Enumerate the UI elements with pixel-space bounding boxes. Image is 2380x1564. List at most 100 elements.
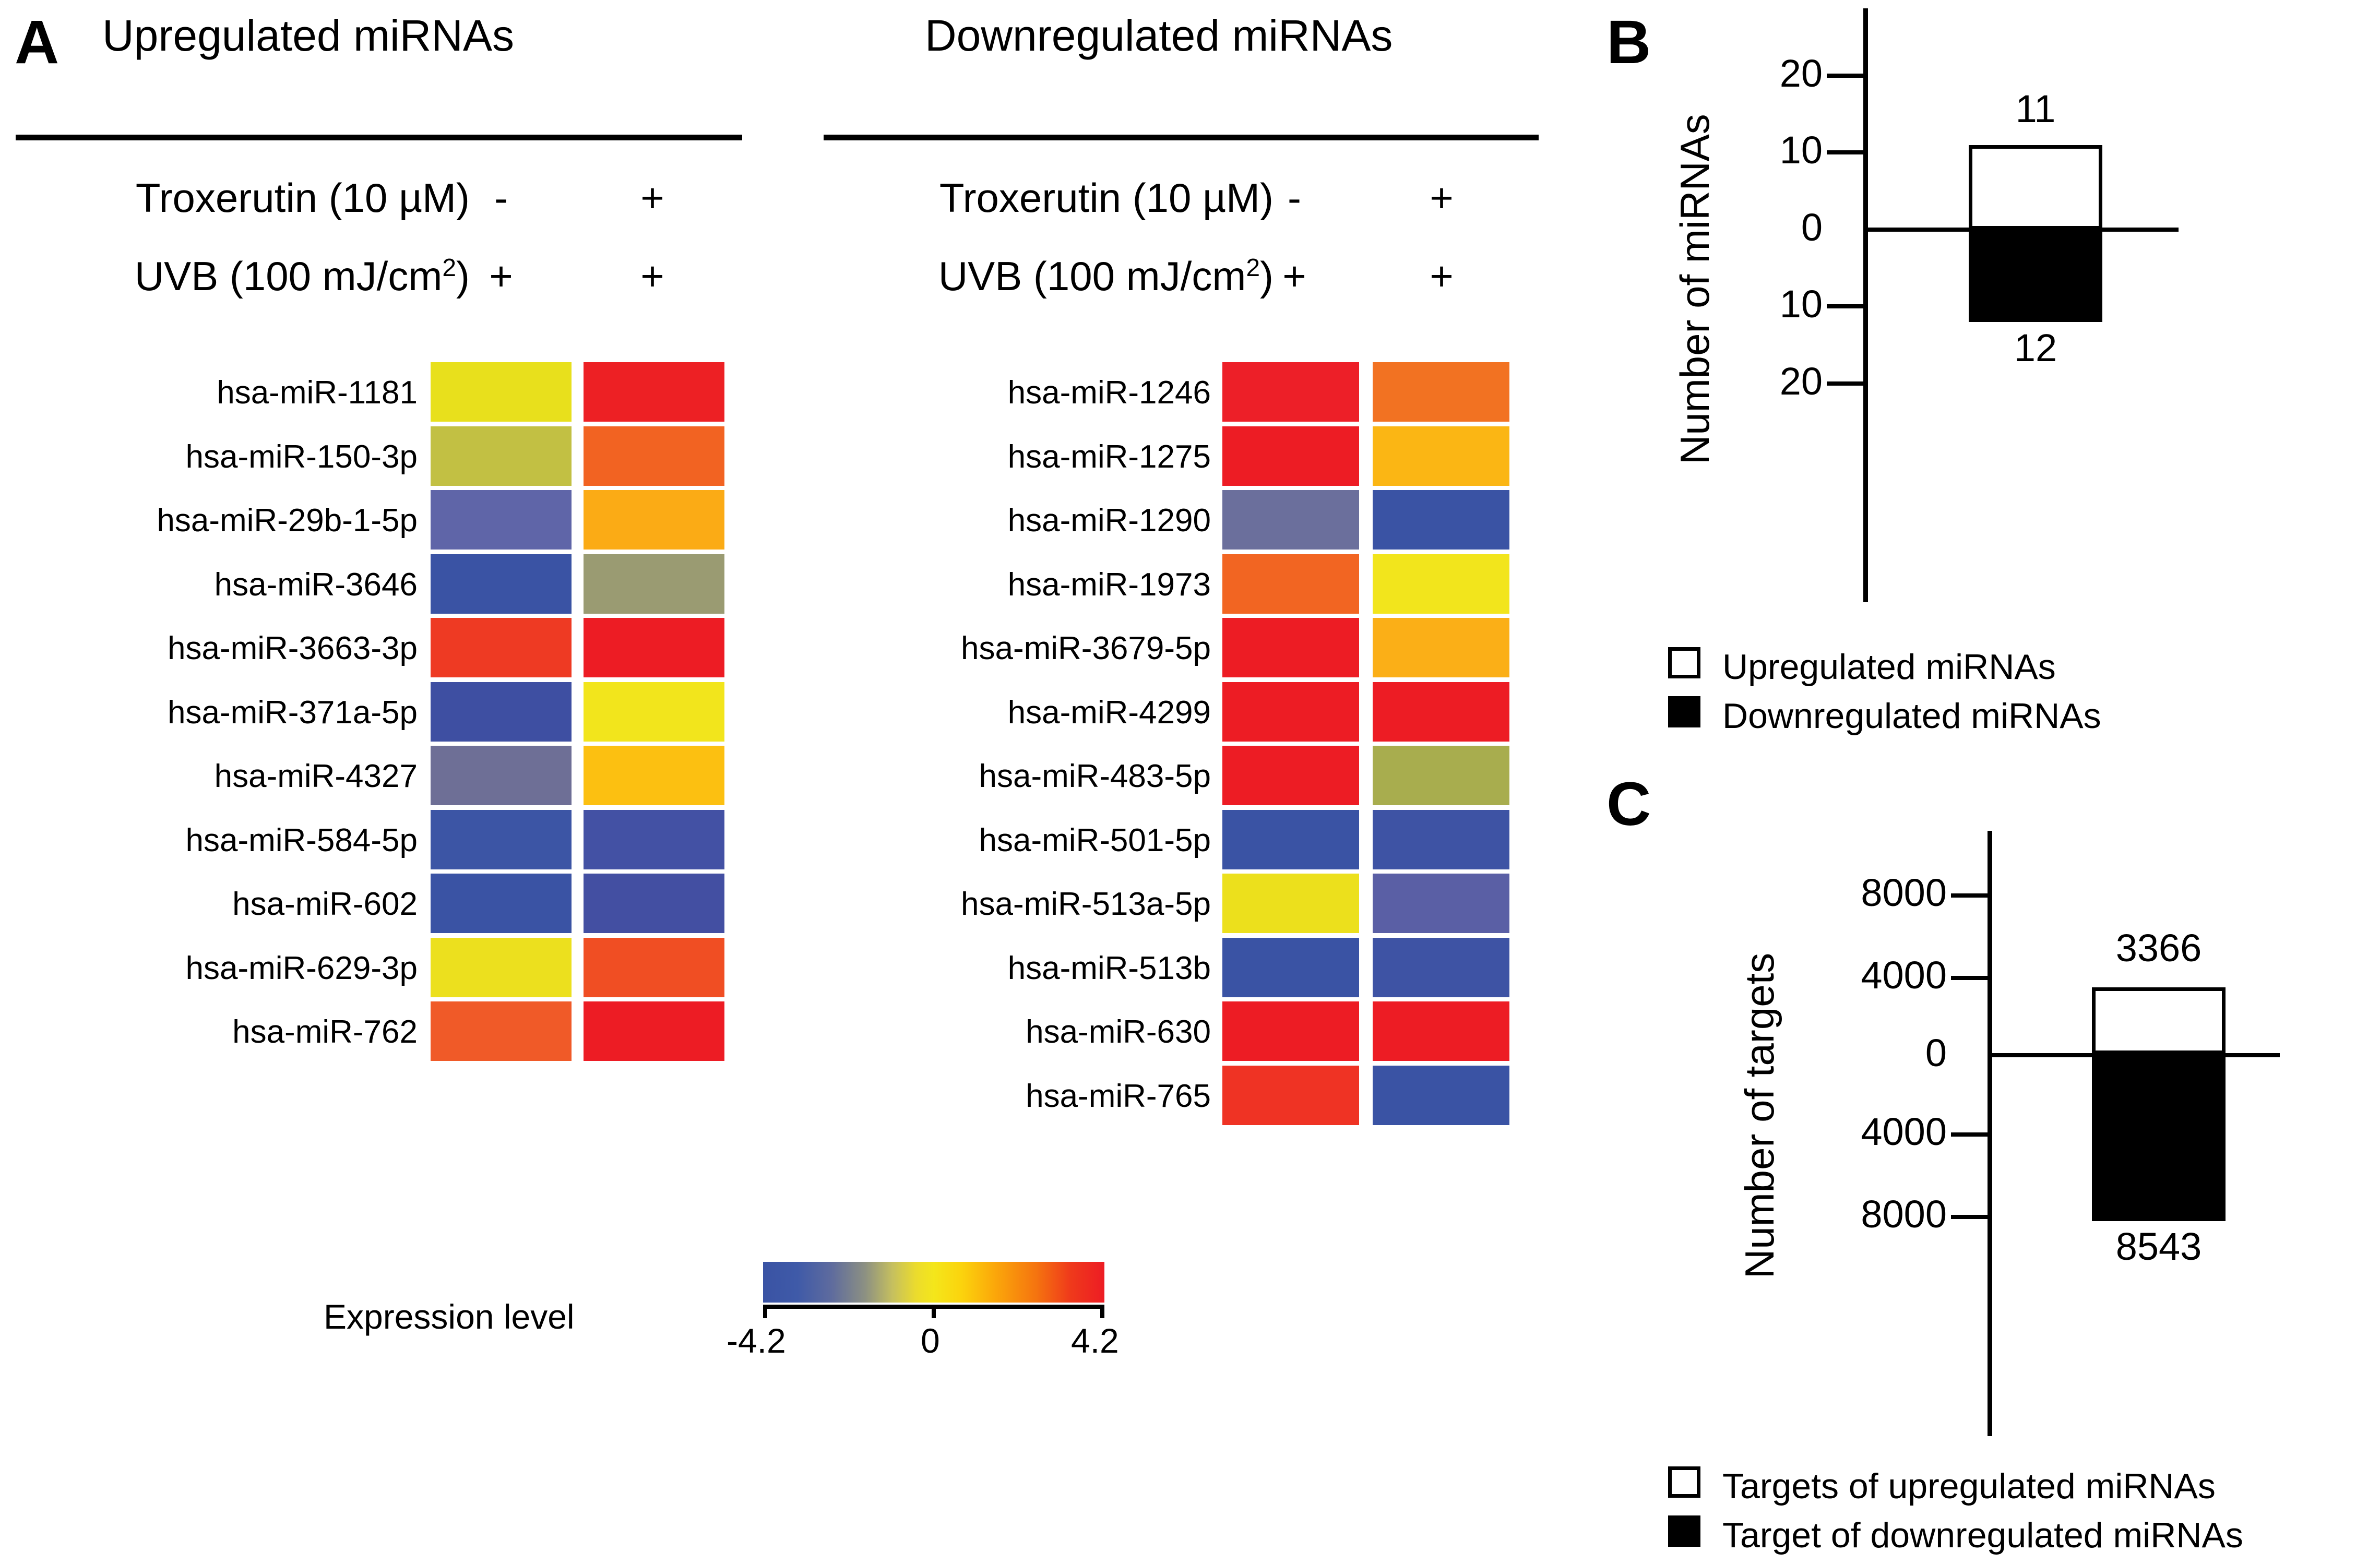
heatmap-cell	[1222, 937, 1359, 997]
heatmap-cell	[1373, 1065, 1509, 1125]
panel-c-legend-swatch-down	[1668, 1515, 1700, 1547]
panel-c-ticklabel-4: 8000	[1861, 1192, 1947, 1236]
panel-c-bar-upregulated	[2092, 987, 2226, 1054]
mirna-row-label: hsa-miR-1181	[217, 375, 418, 411]
heatmap-cell	[1373, 874, 1509, 933]
panel-c-tick-8000-bottom	[1951, 1215, 1989, 1219]
panel-b-ticklabel-0: 20	[1779, 52, 1823, 95]
down-condition-troxerutin-label: Troxerutin (10 µM)	[939, 175, 1274, 221]
expression-level-label: Expression level	[324, 1297, 575, 1336]
heatmap-cell	[1373, 809, 1509, 869]
heatmap-cell	[584, 426, 724, 486]
mirna-row-label: hsa-miR-1290	[1007, 503, 1211, 539]
heatmap-cell	[584, 746, 724, 805]
colorbar-tick-mid	[932, 1305, 936, 1318]
panel-b-ticklabel-4: 20	[1779, 360, 1823, 403]
mirna-row-label: hsa-miR-602	[232, 886, 418, 922]
heatmap-cell	[584, 874, 724, 933]
panel-a-down-rule	[824, 135, 1539, 140]
panel-b-legend-label-down: Downregulated miRNAs	[1722, 696, 2101, 736]
up-condition-troxerutin-col1: -	[494, 175, 508, 221]
heatmap-cell	[584, 554, 724, 614]
heatmap-cell	[1373, 362, 1509, 422]
up-condition-troxerutin-label: Troxerutin (10 µM)	[135, 175, 470, 221]
mirna-row-label: hsa-miR-29b-1-5p	[157, 503, 418, 539]
panel-a-downregulated-title: Downregulated miRNAs	[925, 11, 1393, 60]
heatmap-cell	[1373, 490, 1509, 550]
heatmap-cell	[431, 1001, 572, 1061]
heatmap-cell	[584, 937, 724, 997]
heatmap-cell	[431, 746, 572, 805]
mirna-row-label: hsa-miR-150-3p	[185, 438, 418, 475]
heatmap-cell	[1222, 554, 1359, 614]
heatmap-cell	[1373, 937, 1509, 997]
mirna-row-label: hsa-miR-371a-5p	[168, 694, 418, 731]
panel-c-legend-label-up: Targets of upregulated miRNAs	[1722, 1466, 2216, 1506]
down-condition-uvb-label: UVB (100 mJ/cm2)	[804, 253, 1274, 299]
mirna-row-label: hsa-miR-3679-5p	[961, 630, 1211, 666]
panel-b-legend-swatch-up	[1668, 647, 1700, 678]
heatmap-cell	[1373, 426, 1509, 486]
mirna-row-label: hsa-miR-629-3p	[185, 950, 418, 986]
mirna-row-label: hsa-miR-3663-3p	[168, 630, 418, 666]
uvb-label-end: )	[456, 253, 470, 299]
uvb-label-superscript-2: 2	[1246, 254, 1260, 282]
heatmap-cell	[1222, 490, 1359, 550]
heatmap-cell	[431, 362, 572, 422]
heatmap-cell	[1222, 874, 1359, 933]
heatmap-cell	[584, 362, 724, 422]
panel-b-tick-20-bottom	[1827, 381, 1864, 386]
panel-b-y-axis	[1863, 8, 1868, 602]
down-condition-uvb-col2: +	[1430, 253, 1454, 299]
heatmap-cell	[1222, 426, 1359, 486]
mirna-row-label: hsa-miR-765	[1026, 1078, 1211, 1114]
heatmap-cell	[431, 937, 572, 997]
panel-a-upregulated-title: Upregulated miRNAs	[102, 11, 514, 60]
mirna-row-label: hsa-miR-630	[1026, 1014, 1211, 1050]
mirna-row-label: hsa-miR-3646	[214, 566, 418, 603]
panel-b-ticklabel-2: 0	[1801, 206, 1823, 249]
panel-c-ticklabel-2: 0	[1925, 1031, 1947, 1074]
mirna-row-label: hsa-miR-762	[232, 1014, 418, 1050]
panel-c-tick-4000-top	[1951, 976, 1989, 980]
heatmap-cell	[1222, 1065, 1359, 1125]
mirna-row-label: hsa-miR-584-5p	[185, 822, 418, 858]
down-condition-troxerutin-col2: +	[1430, 175, 1454, 221]
panel-b-letter: B	[1606, 8, 1651, 77]
colorbar-tick-min	[763, 1305, 767, 1318]
panel-c-tick-8000-top	[1951, 893, 1989, 898]
heatmap-cell	[431, 874, 572, 933]
panel-c-legend-swatch-up	[1668, 1466, 1700, 1498]
panel-b-legend-swatch-down	[1668, 696, 1700, 727]
mirna-row-label: hsa-miR-513b	[1007, 950, 1211, 986]
down-condition-troxerutin-col1: -	[1288, 175, 1301, 221]
uvb-label-main: UVB (100 mJ/cm	[134, 253, 443, 299]
panel-b-tick-20-top	[1827, 74, 1864, 78]
mirna-row-label: hsa-miR-501-5p	[979, 822, 1211, 858]
colorbar-label-mid: 0	[921, 1321, 940, 1360]
up-condition-uvb-label: UVB (100 mJ/cm2)	[0, 253, 470, 299]
heatmap-cell	[1373, 618, 1509, 677]
heatmap-cell	[584, 809, 724, 869]
uvb-label-superscript: 2	[442, 254, 457, 282]
colorbar-label-max: 4.2	[1071, 1321, 1119, 1360]
colorbar-tick-max	[1100, 1305, 1104, 1318]
expression-colorbar	[763, 1262, 1104, 1303]
heatmap-cell	[584, 618, 724, 677]
heatmap-cell	[1222, 682, 1359, 742]
mirna-row-label: hsa-miR-4299	[1007, 694, 1211, 731]
uvb-label-main-2: UVB (100 mJ/cm	[938, 253, 1246, 299]
panel-b-value-upregulated: 11	[2015, 87, 2056, 130]
colorbar-label-min: -4.2	[727, 1321, 786, 1360]
panel-b-bar-upregulated	[1969, 145, 2102, 230]
panel-b-tick-10-top	[1827, 150, 1864, 154]
heatmap-cell	[431, 490, 572, 550]
uvb-label-end-2: )	[1260, 253, 1274, 299]
heatmap-cell	[1222, 362, 1359, 422]
mirna-row-label: hsa-miR-1246	[1007, 375, 1211, 411]
panel-c-ticklabel-3: 4000	[1861, 1110, 1947, 1153]
up-condition-uvb-col1: +	[489, 253, 513, 299]
panel-c-value-upregulated: 3366	[2115, 926, 2202, 970]
panel-c-ticklabel-0: 8000	[1861, 871, 1947, 914]
